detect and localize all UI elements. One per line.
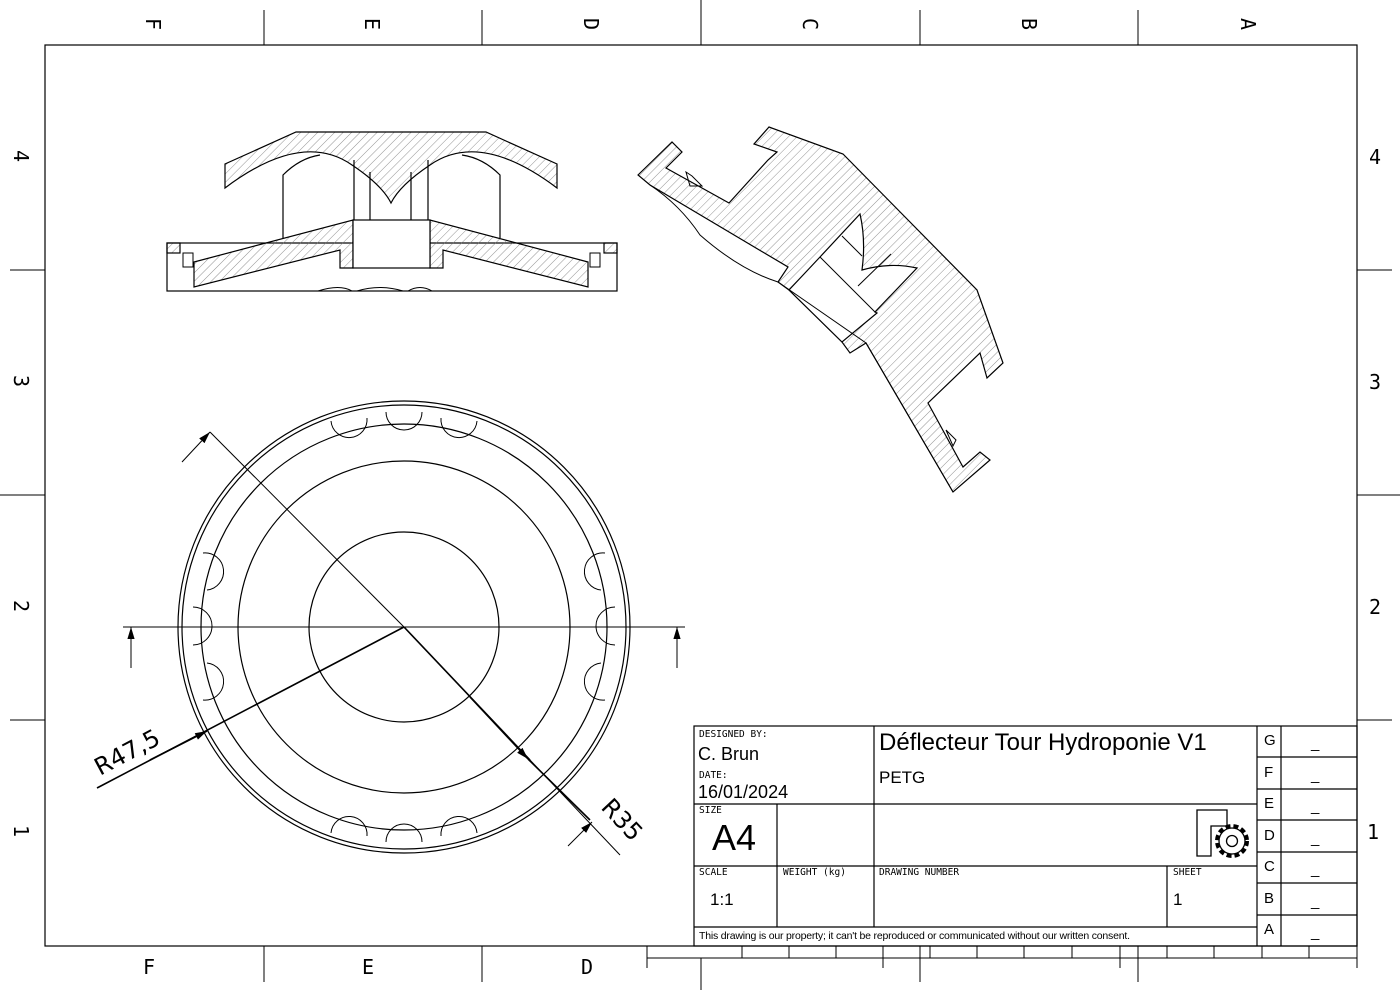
- revision-row: G _: [1257, 726, 1357, 758]
- revision-value: _: [1311, 892, 1320, 910]
- revision-letter: A: [1264, 921, 1275, 938]
- disclaimer: This drawing is our property; it can't b…: [699, 930, 1130, 942]
- row-label: 4: [1369, 145, 1381, 169]
- drawing-title: Déflecteur Tour Hydroponie V1: [879, 729, 1207, 756]
- revision-letter: D: [1264, 826, 1275, 844]
- designer-name: C. Brun: [698, 744, 760, 764]
- revision-letter: C: [1264, 858, 1275, 875]
- revision-value: _: [1311, 861, 1320, 878]
- column-label: D: [579, 18, 603, 30]
- revision-value: _: [1311, 829, 1320, 847]
- size-label: SIZE: [699, 805, 722, 816]
- row-label: 2: [1369, 595, 1381, 619]
- material: PETG: [879, 768, 926, 787]
- row-label: 1: [9, 825, 33, 837]
- revision-letter: F: [1264, 763, 1274, 781]
- drawing-number-label: DRAWING NUMBER: [879, 867, 960, 878]
- sheet-label: SHEET: [1173, 867, 1202, 878]
- row-label: 3: [1369, 370, 1381, 394]
- sheet-value: 1: [1173, 890, 1183, 909]
- revision-letter: E: [1264, 795, 1275, 812]
- row-label: 3: [9, 375, 33, 387]
- column-label: B: [1017, 18, 1041, 30]
- row-label: 2: [9, 600, 33, 612]
- size-value: A4: [712, 817, 757, 858]
- column-label: F: [141, 18, 165, 30]
- scale-value: 1:1: [710, 890, 734, 909]
- date-label: DATE:: [699, 770, 728, 781]
- revision-letter: B: [1264, 889, 1275, 907]
- column-label: E: [362, 955, 374, 979]
- section-view-side: [637, 126, 1004, 493]
- title-block-grid: [693, 725, 1358, 947]
- revision-row: C _: [1257, 852, 1357, 884]
- date-value: 16/01/2024: [698, 782, 789, 802]
- scale-label: SCALE: [699, 867, 728, 878]
- weight-label: WEIGHT (kg): [783, 867, 846, 878]
- column-label: F: [143, 955, 155, 979]
- dimension-inner-radius: R35: [596, 793, 649, 847]
- designed-by-label: DESIGNED BY:: [699, 729, 768, 740]
- revision-value: _: [1311, 735, 1320, 752]
- row-label: 1: [1367, 820, 1379, 844]
- column-label: A: [1236, 18, 1260, 30]
- revision-table: G _ F _ E _ D _ C _ B _ A _: [1257, 726, 1357, 947]
- section-view-front: [166, 131, 618, 292]
- revision-letter: G: [1264, 732, 1276, 749]
- revision-row: D _: [1257, 821, 1357, 853]
- column-label: E: [360, 18, 384, 30]
- revision-row: A _: [1257, 915, 1357, 947]
- revision-row: B _: [1257, 884, 1357, 916]
- row-label: 4: [9, 150, 33, 162]
- revision-value: _: [1311, 798, 1320, 815]
- revision-row: F _: [1257, 758, 1357, 790]
- revision-value: _: [1311, 924, 1320, 941]
- revision-value: _: [1311, 766, 1320, 784]
- column-label: C: [798, 18, 822, 30]
- column-label: D: [581, 955, 593, 979]
- revision-row: E _: [1257, 789, 1357, 821]
- freecad-logo: [1196, 809, 1249, 858]
